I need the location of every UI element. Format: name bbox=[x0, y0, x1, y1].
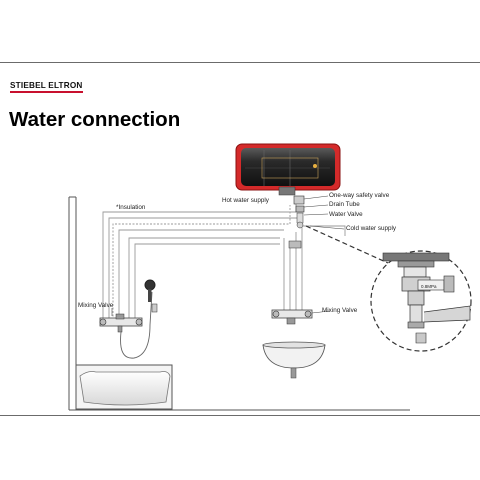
hot-water-supply-label: Hot water supply bbox=[222, 197, 270, 204]
top-rule bbox=[0, 62, 480, 63]
sink bbox=[262, 341, 326, 379]
svg-text:0.8MPa: 0.8MPa bbox=[421, 284, 437, 289]
heater-valves bbox=[288, 195, 305, 249]
wall bbox=[68, 196, 410, 411]
one-way-valve-label: One-way safety valve bbox=[329, 192, 390, 199]
water-valve-label: Water Valve bbox=[329, 211, 363, 218]
page-title: Water connection bbox=[9, 108, 181, 131]
mixing-valve-left-label: Mixing Valve bbox=[78, 302, 114, 309]
leader-lines bbox=[111, 195, 345, 316]
shower-head bbox=[120, 279, 158, 359]
cold-water-pipe bbox=[128, 225, 346, 320]
right-mixing-valve bbox=[271, 309, 313, 325]
insulation-pipe bbox=[102, 198, 302, 320]
bathtub bbox=[75, 364, 173, 410]
cold-water-supply-label: Cold water supply bbox=[346, 225, 397, 232]
insulation-label: *Insulation bbox=[116, 204, 146, 211]
drain-tube-label: Drain Tube bbox=[329, 201, 360, 208]
left-mixing-valve bbox=[99, 313, 143, 333]
water-heater bbox=[235, 143, 341, 196]
zoom-callout: 0.8MPa bbox=[305, 225, 472, 352]
bottom-rule bbox=[0, 415, 480, 416]
brand-logo: STIEBEL ELTRON bbox=[10, 81, 83, 93]
mixing-valve-right-label: Mixing Valve bbox=[322, 307, 358, 314]
